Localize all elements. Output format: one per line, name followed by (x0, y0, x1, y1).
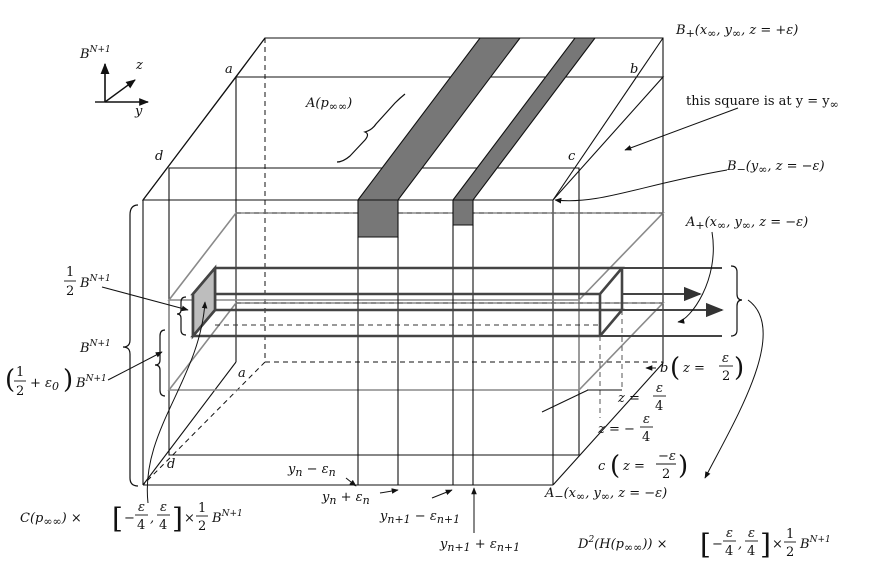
svg-text:2: 2 (662, 467, 670, 482)
svg-text:1: 1 (198, 501, 206, 516)
label-B-plus: B+(x∞, y∞, z = +ε) (675, 23, 798, 40)
svg-text:ε: ε (138, 500, 145, 515)
svg-text:]: ] (172, 502, 183, 535)
svg-text:z =: z = (622, 459, 645, 474)
svg-text:(: ( (5, 365, 15, 395)
label-yn1-plus: yn+1 + εn+1 (439, 537, 520, 554)
label-yn-plus: yn + εn (321, 490, 370, 507)
braces (122, 93, 743, 487)
label-yn1-minus: yn+1 − εn+1 (379, 509, 460, 526)
svg-text:4: 4 (747, 544, 755, 559)
svg-text:−: − (712, 537, 723, 552)
svg-text:ε: ε (722, 351, 729, 366)
svg-text:b: b (660, 361, 668, 376)
hidden-edges (142, 38, 663, 486)
svg-text:,: , (738, 537, 742, 552)
leader-arrows (101, 107, 764, 533)
outer-box (141, 37, 665, 486)
svg-text:): ) (734, 353, 744, 383)
svg-text:2: 2 (786, 545, 794, 560)
svg-text:ε: ε (656, 381, 663, 396)
svg-text:2: 2 (722, 369, 730, 384)
svg-text:−ε: −ε (658, 449, 676, 464)
svg-text:ε: ε (748, 526, 755, 541)
svg-text:BN+1: BN+1 (75, 374, 107, 391)
svg-text:z =: z = (682, 361, 705, 376)
svg-text:D2(H(p∞∞)) ×: D2(H(p∞∞)) × (577, 535, 667, 554)
svg-text:1: 1 (786, 527, 794, 542)
corner-a-top: a (225, 62, 233, 77)
svg-text:[: [ (112, 502, 123, 535)
square-note: this square is at y = y∞ (686, 94, 839, 111)
label-B-left: BN+1 (79, 339, 111, 356)
svg-text:2: 2 (198, 519, 206, 534)
label-A-minus: A−(x∞, y∞, z = −ε) (544, 486, 667, 503)
axis-widget: BN+1 z y (79, 45, 149, 119)
svg-text:2: 2 (16, 384, 24, 399)
svg-text:×: × (184, 511, 195, 526)
axis-z-label: z (135, 58, 143, 73)
svg-text:4: 4 (725, 544, 733, 559)
corner-a-bottom: a (238, 366, 246, 381)
label-b-z: b ( z = ε 2 ) (660, 351, 744, 384)
label-C-formula: C(p∞∞) × [ − ε 4 , ε 4 ] × 1 2 BN+1 (20, 500, 243, 535)
label-B-minus: B−(y∞, z = −ε) (726, 159, 825, 176)
svg-text:z = −: z = − (597, 422, 635, 437)
svg-text:4: 4 (137, 518, 145, 533)
svg-text:(: ( (670, 353, 680, 383)
svg-text:4: 4 (642, 430, 650, 445)
label-z-eps4: z = ε 4 (617, 381, 666, 414)
label-z-meps4: z = − ε 4 (597, 412, 653, 445)
svg-text:BN+1: BN+1 (799, 535, 831, 552)
axis-y-label: y (134, 104, 143, 119)
svg-text:c: c (598, 459, 606, 474)
svg-text:z =: z = (617, 391, 640, 406)
svg-text:+ ε0: + ε0 (30, 376, 59, 393)
tube (190, 264, 724, 340)
svg-text:ε: ε (726, 526, 733, 541)
label-D-formula: D2(H(p∞∞)) × [ − ε 4 , ε 4 ] × 1 2 BN+1 (577, 526, 831, 561)
svg-text:ε: ε (160, 500, 167, 515)
corner-d-top: d (155, 149, 163, 164)
svg-text:1: 1 (16, 365, 24, 380)
svg-text:×: × (772, 537, 783, 552)
label-c-z: c ( z = −ε 2 ) (598, 449, 688, 482)
svg-text:4: 4 (655, 399, 663, 414)
label-A-plus: A+(x∞, y∞, z = −ε) (685, 215, 808, 232)
label-yn-minus: yn − εn (287, 462, 336, 479)
axis-up-label: BN+1 (79, 45, 111, 62)
gray-slab (167, 212, 665, 391)
label-A-p: A(p∞∞) (305, 96, 352, 113)
svg-text:[: [ (700, 528, 711, 561)
corner-d-bottom: d (167, 457, 175, 472)
svg-text:BN+1: BN+1 (79, 274, 111, 291)
label-half-B: 1 2 BN+1 (64, 265, 111, 299)
corner-c-top: c (568, 149, 576, 164)
label-eps-B: ( 1 2 + ε0 ) BN+1 (5, 365, 107, 399)
svg-text:−: − (124, 511, 135, 526)
svg-text:BN+1: BN+1 (211, 509, 243, 526)
svg-text:,: , (150, 511, 154, 526)
svg-text:]: ] (760, 528, 771, 561)
svg-text:2: 2 (66, 284, 74, 299)
svg-text:1: 1 (66, 265, 74, 280)
svg-text:): ) (63, 365, 73, 395)
svg-text:(: ( (610, 451, 620, 481)
svg-text:): ) (678, 451, 688, 481)
svg-text:ε: ε (643, 412, 650, 427)
svg-text:4: 4 (159, 518, 167, 533)
corner-b-top: b (630, 62, 638, 77)
svg-text:C(p∞∞) ×: C(p∞∞) × (20, 511, 82, 528)
